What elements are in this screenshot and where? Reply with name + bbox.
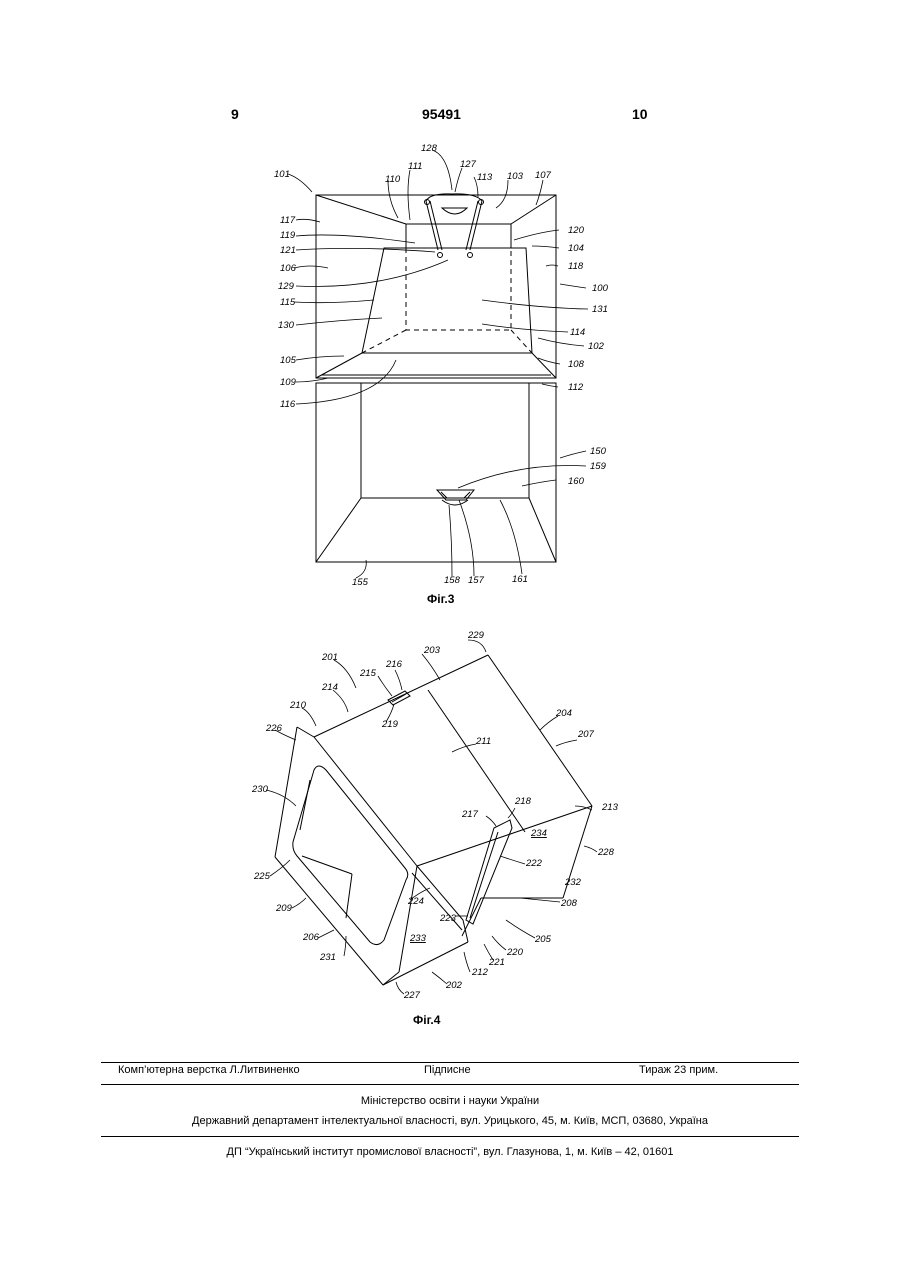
fig4-label: 202 xyxy=(445,980,463,991)
fig4-label: 229 xyxy=(467,630,485,641)
fig4-label: 210 xyxy=(289,700,307,711)
footer-print-run: Тираж 23 прим. xyxy=(639,1064,718,1076)
fig4-label: 207 xyxy=(577,729,595,740)
fig4-label: 228 xyxy=(597,847,615,858)
fig4-label: 222 xyxy=(525,858,543,869)
footer-department: Державний департамент інтелектуальної вл… xyxy=(101,1115,799,1127)
fig4-label: 234 xyxy=(530,828,547,839)
fig4-label: 223 xyxy=(439,913,457,924)
fig4-label: 201 xyxy=(321,652,338,663)
fig4-label: 220 xyxy=(506,947,524,958)
fig4-label: 214 xyxy=(321,682,338,693)
fig4-label: 206 xyxy=(302,932,320,943)
fig4-label: 221 xyxy=(488,957,505,968)
fig4-label: 215 xyxy=(359,668,377,679)
footer-layout-credit: Комп’ютерна верстка Л.Литвиненко xyxy=(118,1064,300,1076)
footer-rule-middle xyxy=(101,1084,799,1085)
fig4-label: 209 xyxy=(275,903,293,914)
fig4-label: 208 xyxy=(560,898,578,909)
footer-rule-top xyxy=(101,1062,799,1063)
fig4-label: 216 xyxy=(385,659,403,670)
fig4-label: 226 xyxy=(265,723,283,734)
footer-rule-bottom xyxy=(101,1136,799,1137)
footer-institute: ДП “Український інститут промислової вла… xyxy=(101,1146,799,1158)
figure-4-caption: Фіг.4 xyxy=(413,1013,440,1027)
fig4-label: 231 xyxy=(319,952,336,963)
fig4-label: 225 xyxy=(253,871,271,882)
fig4-label: 230 xyxy=(251,784,269,795)
fig4-label: 205 xyxy=(534,934,552,945)
fig4-label: 219 xyxy=(381,719,399,730)
fig4-label: 233 xyxy=(409,933,427,944)
fig4-label: 212 xyxy=(471,967,489,978)
fig4-label: 204 xyxy=(555,708,572,719)
footer-ministry: Міністерство освіти і науки України xyxy=(101,1095,799,1107)
fig4-label: 218 xyxy=(514,796,532,807)
fig4-label: 217 xyxy=(461,809,479,820)
fig4-label: 211 xyxy=(475,736,491,747)
figure-4-drawing: 229 201 203 216 215 214 210 226 219 204 … xyxy=(0,0,901,1010)
footer-signed: Підписне xyxy=(424,1064,471,1076)
fig4-label: 224 xyxy=(407,896,424,907)
fig4-label: 203 xyxy=(423,645,441,656)
fig4-label: 213 xyxy=(601,802,619,813)
fig4-label: 227 xyxy=(403,990,421,1001)
fig4-label: 232 xyxy=(564,877,582,888)
